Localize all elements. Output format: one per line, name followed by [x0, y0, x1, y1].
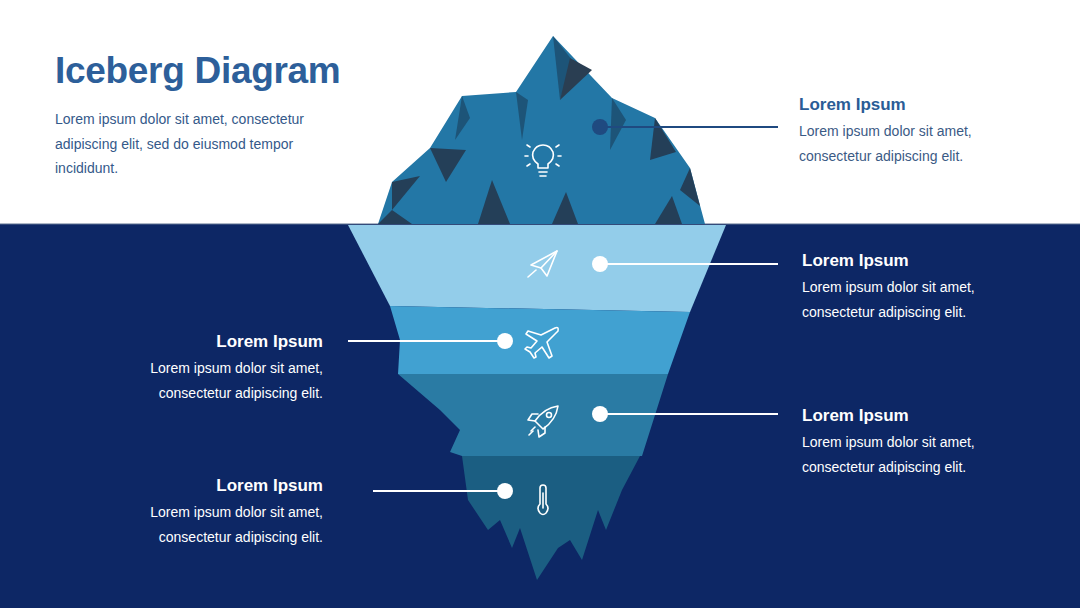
leader-dot: [497, 333, 513, 349]
tip-body: [378, 36, 705, 224]
callout-text: Lorem ipsum dolor sit amet, consectetur …: [799, 119, 999, 169]
leader-dot: [592, 256, 608, 272]
callout-text: Lorem ipsum dolor sit amet, consectetur …: [802, 275, 1002, 325]
callout-heading: Lorem Ipsum: [799, 95, 906, 115]
diagram-title: Iceberg Diagram: [55, 50, 340, 92]
airplane-icon: [525, 327, 558, 358]
facet: [610, 98, 626, 150]
callout-heading: Lorem Ipsum: [802, 251, 909, 271]
leader-line: [600, 263, 778, 265]
leader-line: [600, 126, 778, 128]
leader-dot: [497, 483, 513, 499]
facet: [378, 210, 412, 224]
callout-heading: Lorem Ipsum: [802, 406, 909, 426]
bulb-icon: [525, 145, 561, 176]
diagram-caption: Lorem ipsum dolor sit amet, consectetur …: [55, 107, 347, 181]
band-4: [462, 456, 640, 580]
leader-line: [373, 490, 505, 492]
rocket-icon: [528, 406, 558, 437]
facet: [655, 196, 682, 224]
facet: [455, 96, 470, 140]
band-1: [348, 225, 726, 312]
leader-dot: [592, 406, 608, 422]
thermometer-icon: [538, 485, 548, 515]
leader-dot: [592, 119, 608, 135]
callout-heading: Lorem Ipsum: [216, 476, 323, 496]
leader-line: [348, 340, 505, 342]
water-background: [0, 224, 1080, 608]
facet: [478, 180, 510, 224]
leader-lines: [348, 119, 778, 499]
callout-text: Lorem ipsum dolor sit amet, consectetur …: [123, 500, 323, 550]
callout-text: Lorem ipsum dolor sit amet, consectetur …: [123, 356, 323, 406]
leader-line: [600, 413, 778, 415]
iceberg-tip: [378, 36, 705, 224]
callout-heading: Lorem Ipsum: [216, 332, 323, 352]
callout-text: Lorem ipsum dolor sit amet, consectetur …: [802, 430, 1002, 480]
facet: [560, 58, 592, 100]
facet: [392, 176, 420, 210]
icons: [525, 145, 561, 515]
paper-plane-icon: [528, 251, 557, 277]
facet: [650, 118, 676, 160]
facet: [552, 192, 578, 224]
facet: [516, 92, 528, 140]
facet: [430, 148, 466, 182]
facet: [680, 168, 700, 206]
